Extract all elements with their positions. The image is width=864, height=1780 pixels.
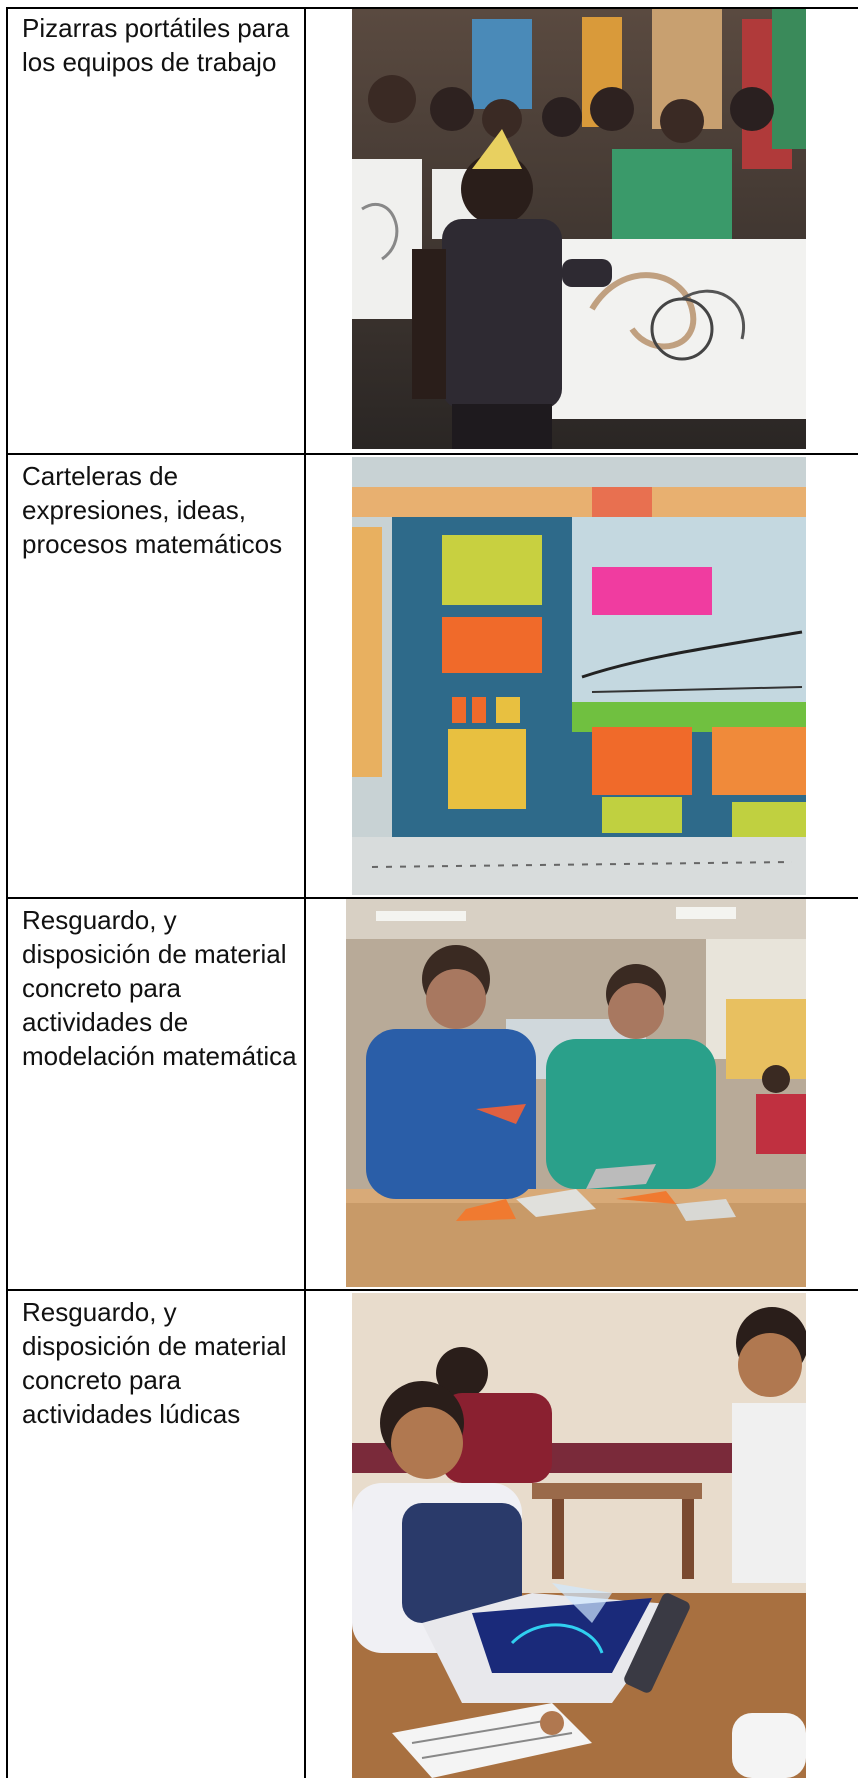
table-border-top (6, 7, 858, 9)
row-label: Resguardo, y disposición de material con… (22, 1297, 287, 1429)
table-row: Pizarras portátiles para los equipos de … (6, 7, 858, 453)
text-cell: Resguardo, y disposición de material con… (6, 899, 306, 1289)
table-border-row-3 (6, 1289, 858, 1291)
image-cell (306, 1291, 858, 1778)
row-label: Resguardo, y disposición de material con… (22, 905, 297, 1071)
image-cell (306, 899, 858, 1289)
math-poster-photo (352, 457, 806, 895)
text-cell: Carteleras de expresiones, ideas, proces… (6, 455, 306, 897)
students-modeling-photo (346, 899, 806, 1287)
materials-table: Pizarras portátiles para los equipos de … (6, 7, 858, 1778)
table-row: Carteleras de expresiones, ideas, proces… (6, 455, 858, 897)
table-border-row-2 (6, 897, 858, 899)
table-border-row-1 (6, 453, 858, 455)
row-label: Pizarras portátiles para los equipos de … (22, 13, 290, 77)
table-row: Resguardo, y disposición de material con… (6, 1291, 858, 1778)
children-playing-photo (352, 1293, 806, 1778)
table-row: Resguardo, y disposición de material con… (6, 899, 858, 1289)
text-cell: Resguardo, y disposición de material con… (6, 1291, 306, 1778)
text-cell: Pizarras portátiles para los equipos de … (6, 7, 306, 453)
students-drawing-photo (352, 9, 806, 449)
image-cell (306, 455, 858, 897)
row-label: Carteleras de expresiones, ideas, proces… (22, 461, 283, 559)
image-cell (306, 7, 858, 453)
